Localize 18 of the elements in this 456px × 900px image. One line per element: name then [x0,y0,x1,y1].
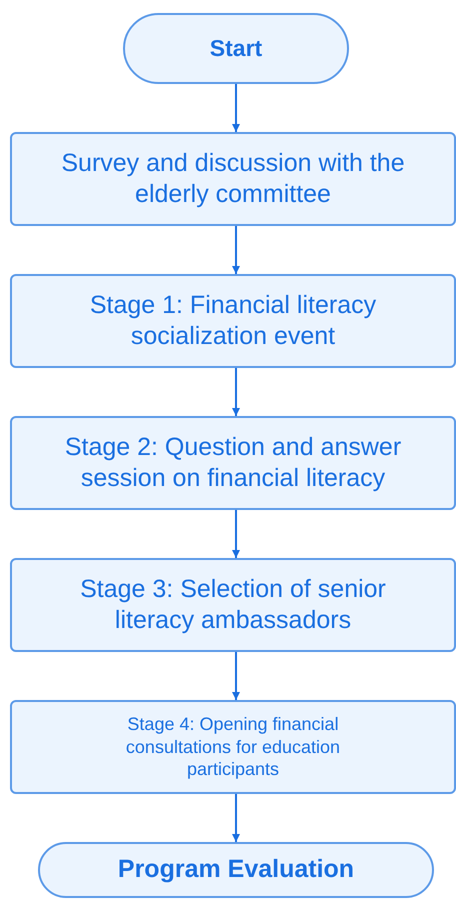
process-box [10,558,456,652]
process-box [10,700,456,794]
node-label: Stage 2: Question and answer session on financial literacy [64,432,402,494]
node-label: Program Evaluation [118,854,354,886]
arrow [232,226,240,274]
arrow [232,84,240,132]
node-label: Start [210,34,262,63]
node-label: Stage 4: Opening financial consultations for education participants [124,713,342,781]
arrow [232,510,240,558]
arrow [232,368,240,416]
process-box [10,132,456,226]
arrow [232,652,240,700]
arrow [232,794,240,842]
node-label: Stage 3: Selection of senior literacy ambassadors [79,574,387,636]
node-label: Survey and discussion with the elderly committee [60,148,406,210]
process-box [10,416,456,510]
process-box [10,274,456,368]
node-label: Stage 1: Financial literacy socialization event [88,290,378,352]
